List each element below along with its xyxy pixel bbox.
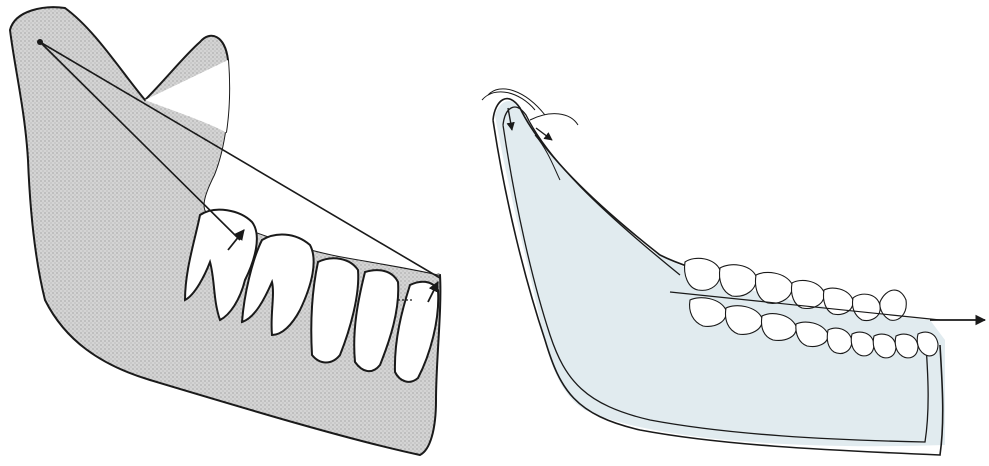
right-panel	[482, 89, 985, 455]
left-panel	[10, 7, 440, 455]
